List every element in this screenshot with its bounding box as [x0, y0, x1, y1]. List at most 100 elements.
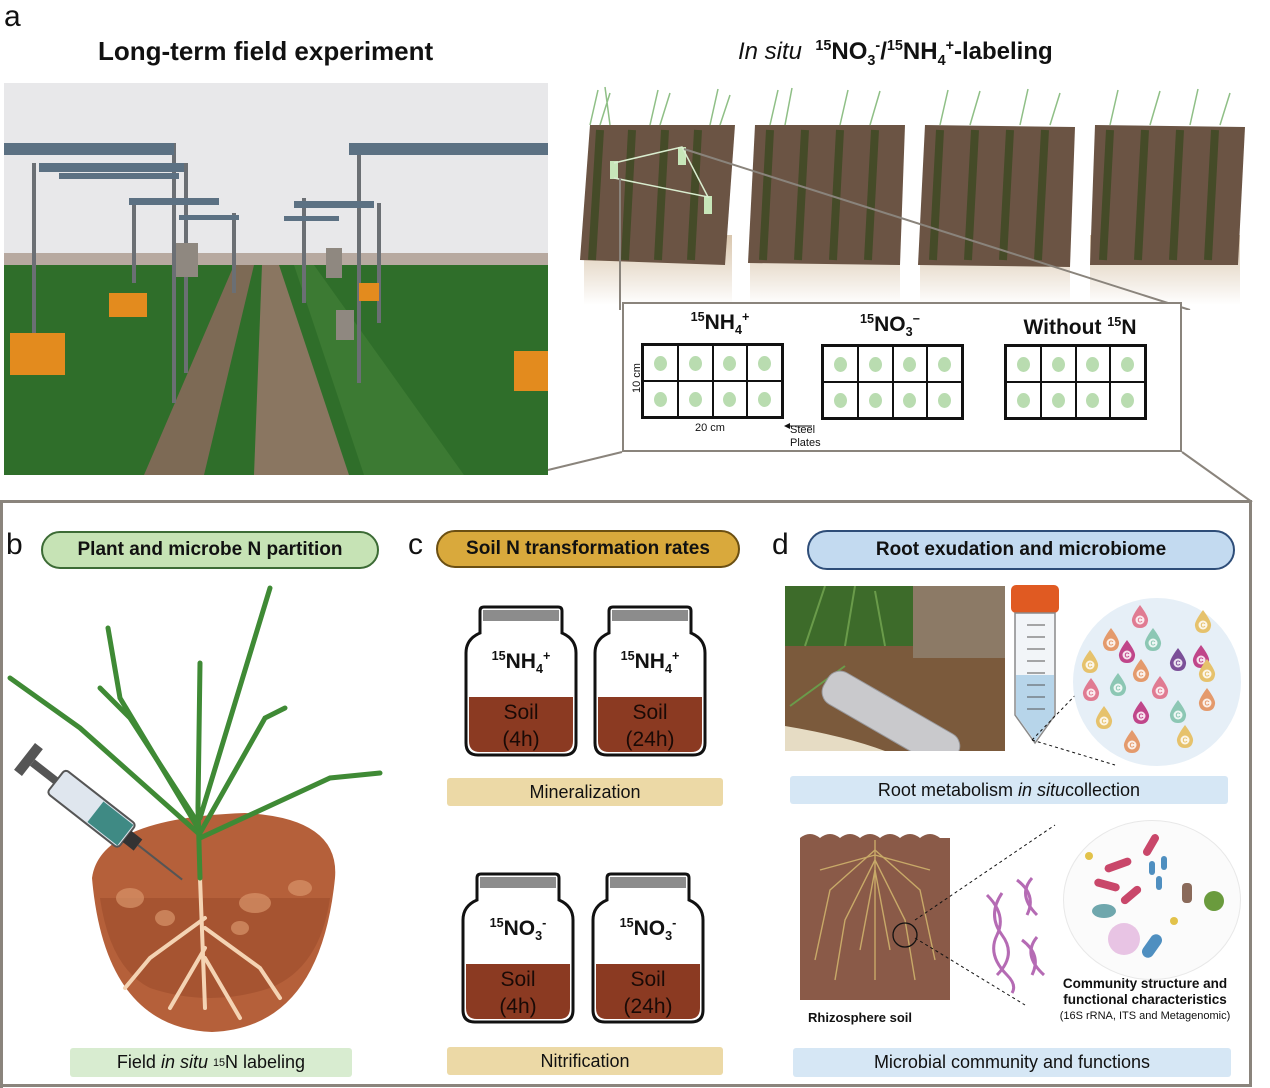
plot-cell	[1040, 382, 1076, 418]
plot-cell	[643, 345, 678, 381]
plot-cell	[677, 345, 713, 381]
plot-cell	[1075, 346, 1111, 382]
caption-nitrification: Nitrification	[447, 1047, 723, 1075]
carbon-exudate-drop-icon: C	[1095, 706, 1113, 730]
label-spot	[1086, 392, 1100, 408]
field-experiment-photo	[4, 83, 548, 475]
plot-grid-without-n15	[1004, 344, 1147, 420]
drop-label: C	[1204, 701, 1209, 708]
plot-cell	[712, 381, 748, 417]
carbon-exudate-drop-icon: C	[1169, 700, 1187, 724]
caption-microbial-community: Microbial community and functions	[793, 1048, 1231, 1077]
root-exudate-collection-photo	[785, 586, 1005, 751]
drop-label: C	[1101, 719, 1106, 726]
jar-soil-label: Soil(4h)	[499, 968, 537, 1018]
carbon-exudate-drop-icon: C	[1131, 605, 1149, 629]
label-spot	[833, 392, 847, 408]
panel-c-letter: c	[408, 528, 423, 561]
carbon-exudate-drop-icon: C	[1132, 659, 1150, 683]
panel-b-pill: Plant and microbe N partition	[41, 531, 379, 569]
label-spot	[653, 355, 667, 371]
jar-isotope-label: 15NH4+	[491, 649, 551, 677]
carbon-exudate-drop-icon: C	[1082, 678, 1100, 702]
label-spot	[688, 355, 702, 371]
jar-icon	[591, 872, 705, 1024]
jar-icon	[461, 872, 575, 1024]
label-spot	[903, 356, 917, 372]
plot-cell	[1006, 382, 1041, 418]
plant-syringe-illustration	[7, 585, 383, 1032]
plot-cell	[857, 346, 893, 382]
drop-label: C	[1087, 663, 1092, 670]
zoom-connector-lines	[547, 451, 1253, 503]
carbon-exudate-drop-icon: C	[1132, 701, 1150, 725]
label-spot	[758, 391, 772, 407]
panel-a-letter: a	[4, 0, 21, 33]
label-spot	[758, 355, 772, 371]
label-spot	[1086, 356, 1100, 372]
plot-layout-box	[622, 302, 1182, 452]
label-spot	[1016, 356, 1030, 372]
plot-grid-no3	[821, 344, 964, 420]
plot-cell	[892, 382, 928, 418]
jar-soil-label: Soil(24h)	[623, 968, 673, 1018]
jar-icon	[464, 605, 578, 757]
label-spot	[688, 391, 702, 407]
steel-plate-arrow-icon	[784, 423, 812, 429]
drop-label: C	[1137, 618, 1142, 625]
community-label: Community structure and functional chara…	[1059, 976, 1231, 1022]
panel-b-letter: b	[6, 528, 23, 561]
panel-d-letter: d	[772, 528, 789, 561]
drop-label: C	[1157, 689, 1162, 696]
rhizosphere-soil-label: Rhizosphere soil	[808, 1010, 913, 1025]
incubation-jar: 15NH4+ Soil(4h)	[462, 603, 580, 764]
incubation-jar: 15NH4+ Soil(24h)	[591, 603, 709, 764]
carbon-exudate-drop-icon: C	[1118, 640, 1136, 664]
carbon-exudate-drop-icon: C	[1102, 628, 1120, 652]
drop-label: C	[1175, 661, 1180, 668]
label-spot	[723, 391, 737, 407]
drop-label: C	[1200, 623, 1205, 630]
panel-c-pill: Soil N transformation rates	[436, 530, 740, 568]
panel-a-left-title: Long-term field experiment	[98, 36, 434, 66]
carbon-exudate-drop-icon: C	[1169, 648, 1187, 672]
drop-label: C	[1204, 672, 1209, 679]
grid-title-without-n15: Without 15N	[1023, 315, 1137, 339]
plot-cell	[823, 382, 858, 418]
label-spot	[653, 391, 667, 407]
plot-cell	[823, 346, 858, 382]
plot-cell	[857, 382, 893, 418]
plot-cell	[927, 346, 962, 382]
jar-isotope-label: 15NH4+	[620, 649, 680, 677]
zoom-dotted-lines-bottom	[914, 824, 1056, 1006]
drop-label: C	[1150, 641, 1155, 648]
plot-cell	[1006, 346, 1041, 382]
incubation-jar: 15NO3- Soil(24h)	[589, 870, 707, 1031]
drop-label: C	[1088, 691, 1093, 698]
label-spot	[833, 356, 847, 372]
caption-root-metabolism: Root metabolism in situ collection	[790, 776, 1228, 804]
plot-cell	[1075, 382, 1111, 418]
plot-cell	[747, 345, 782, 381]
plot-cell	[927, 382, 962, 418]
microbe-circle	[1063, 820, 1241, 980]
jar-icon	[593, 605, 707, 757]
incubation-jar: 15NO3- Soil(4h)	[459, 870, 577, 1031]
plot-cell	[747, 381, 782, 417]
drop-label: C	[1108, 641, 1113, 648]
carbon-exudate-drop-icon: C	[1198, 688, 1216, 712]
drop-label: C	[1115, 686, 1120, 693]
dna-helix-icon	[985, 877, 1046, 994]
label-spot	[1051, 356, 1065, 372]
plot-cell	[643, 381, 678, 417]
carbon-exudate-drop-icon: C	[1144, 628, 1162, 652]
drop-label: C	[1124, 653, 1129, 660]
panel-d-pill: Root exudation and microbiome	[807, 530, 1235, 570]
plot-cell	[1110, 382, 1145, 418]
carbon-exudate-drop-icon: C	[1194, 610, 1212, 634]
plot-grid-nh4	[641, 343, 784, 419]
drop-label: C	[1129, 743, 1134, 750]
label-spot	[1121, 392, 1135, 408]
drop-label: C	[1138, 672, 1143, 679]
